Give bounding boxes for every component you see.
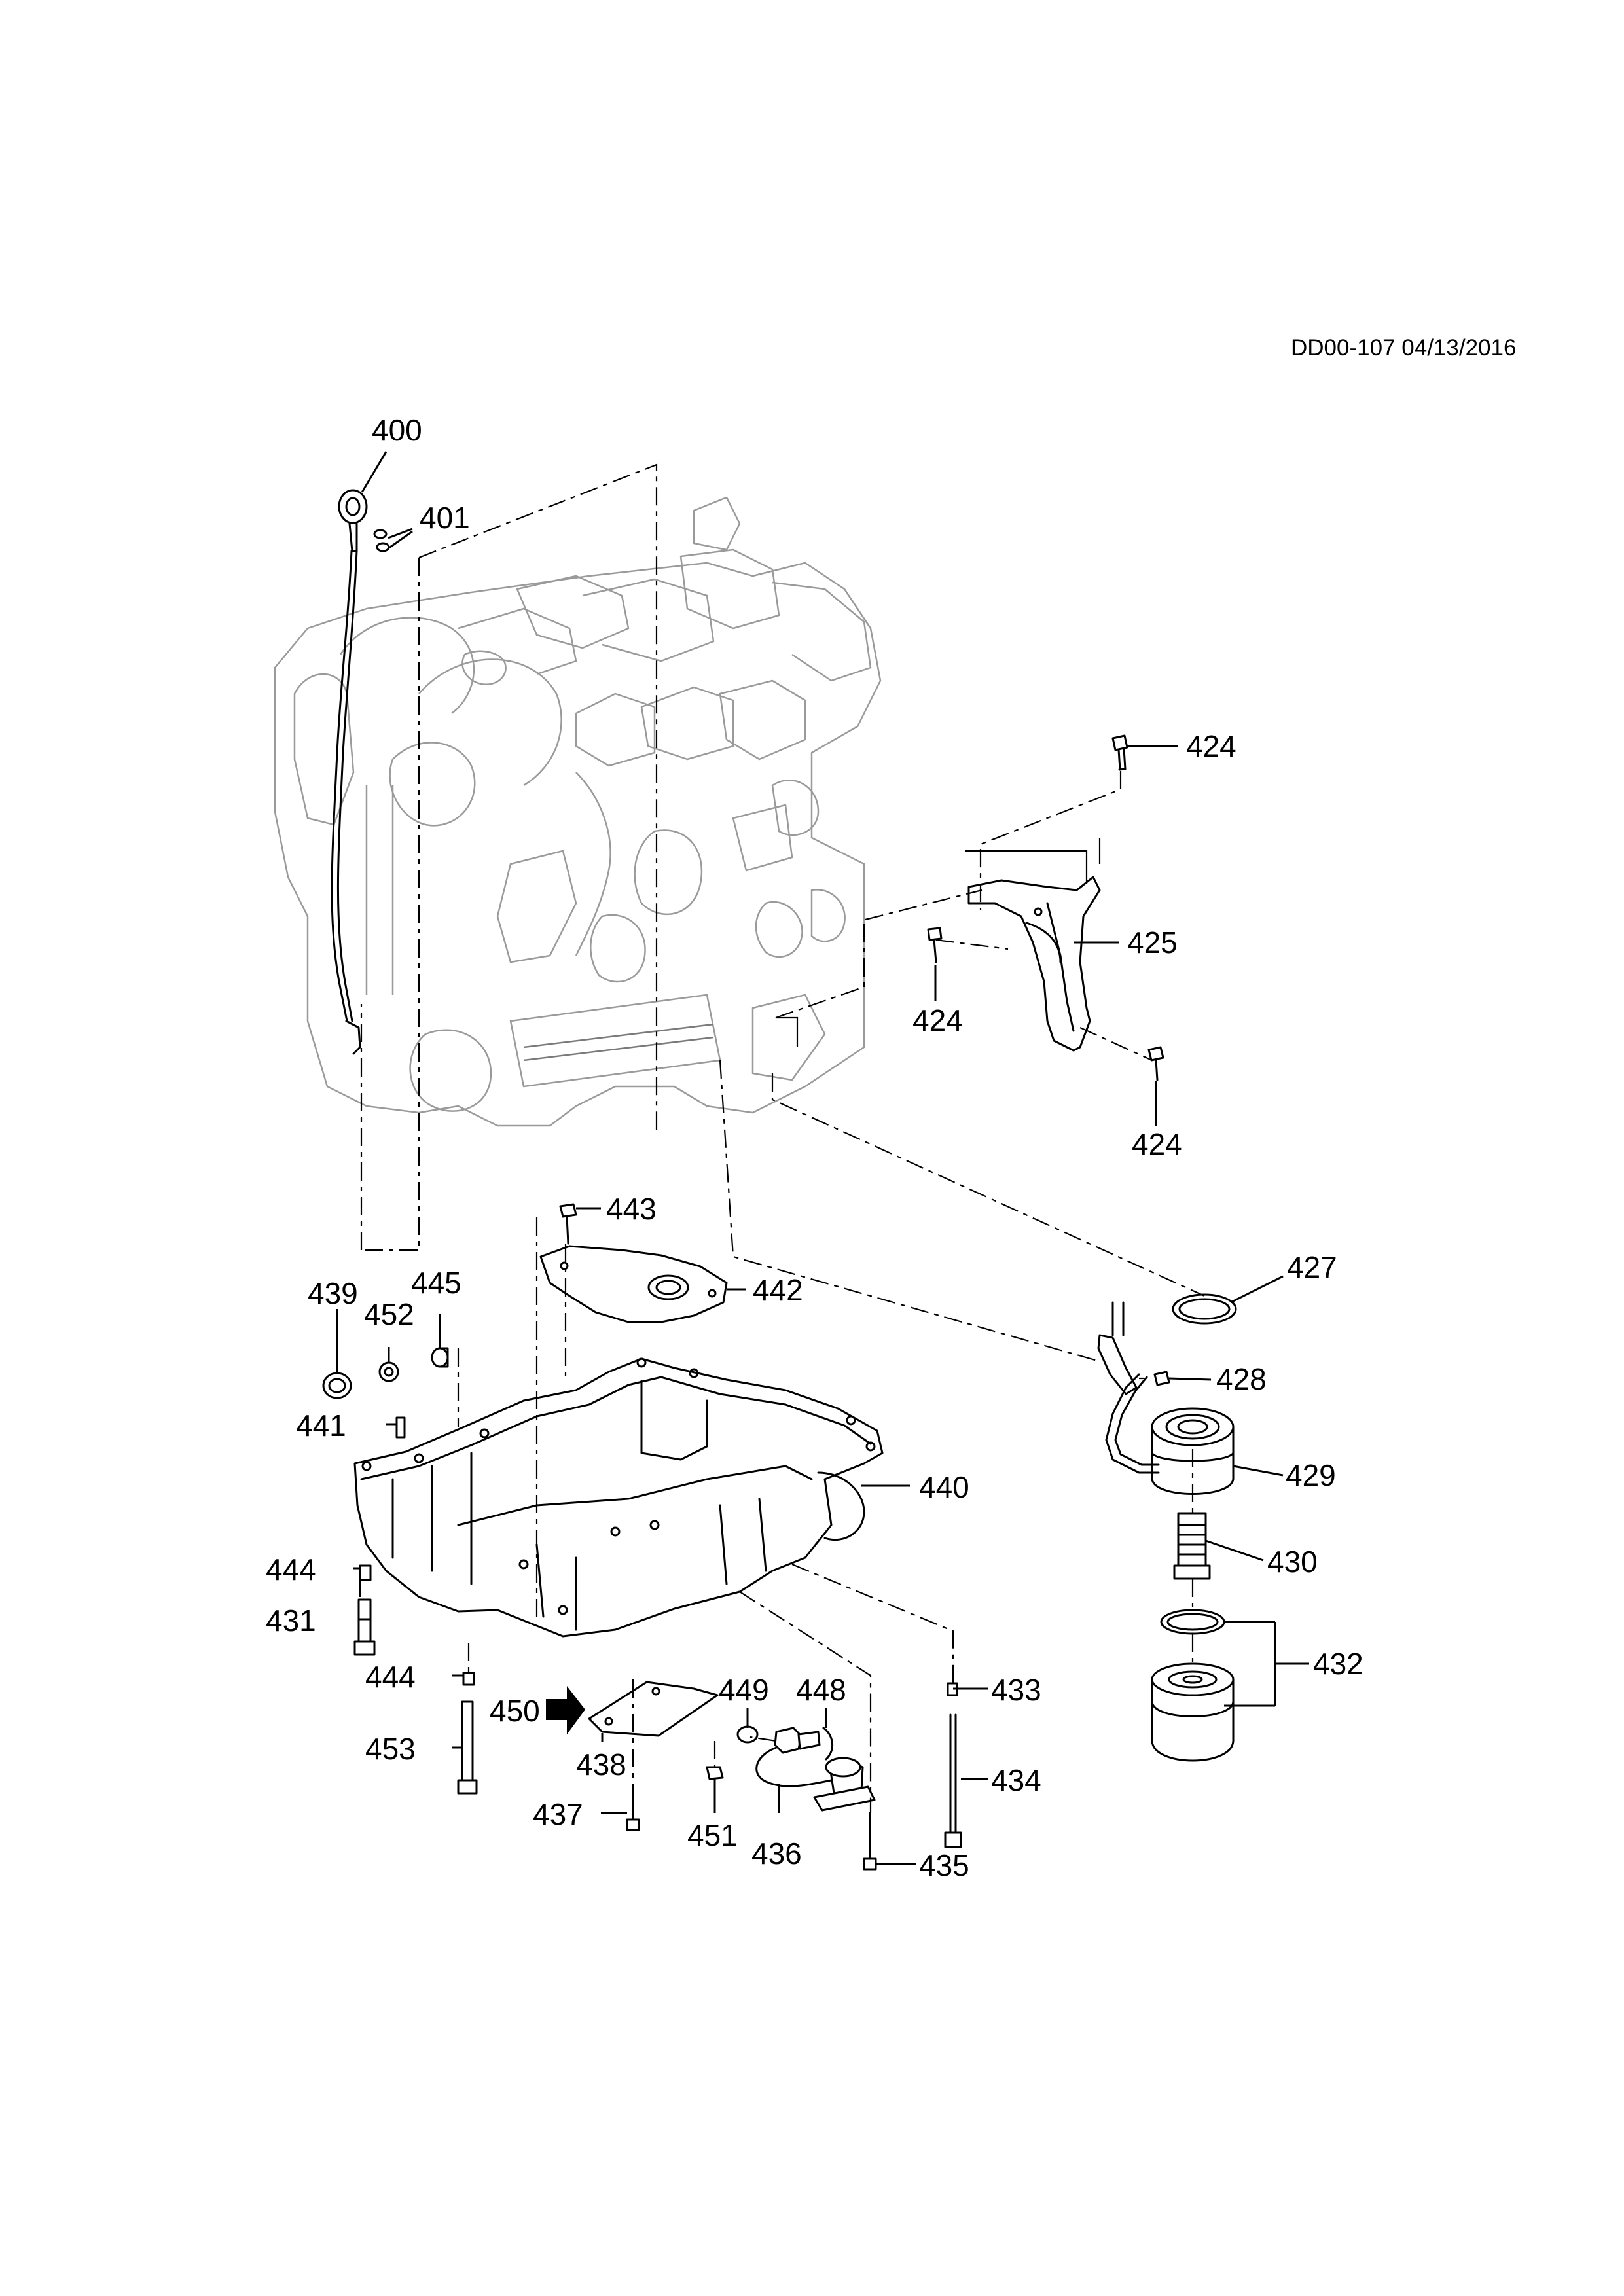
- callout-449: 449: [719, 1673, 769, 1707]
- bolt-435: [863, 1812, 877, 1871]
- seal-452: [378, 1361, 399, 1382]
- baffle-442: [539, 1245, 728, 1323]
- fitting-430: [1173, 1512, 1211, 1580]
- callout-436: 436: [751, 1837, 802, 1871]
- callout-445: 445: [411, 1266, 461, 1300]
- seal-427: [1172, 1293, 1237, 1325]
- callout-442: 442: [753, 1273, 803, 1307]
- cover-438: [588, 1681, 719, 1737]
- oring-449: [736, 1725, 759, 1744]
- callout-453: 453: [365, 1732, 416, 1766]
- callout-432: 432: [1313, 1647, 1363, 1681]
- bolt-424-top: [1111, 734, 1128, 771]
- callout-450: 450: [490, 1694, 540, 1728]
- callout-400: 400: [372, 413, 422, 447]
- bolt-437: [626, 1785, 640, 1831]
- sensor-436: [755, 1727, 876, 1812]
- bolt-424-bottom: [1147, 1046, 1164, 1081]
- bolt-424-left: [927, 927, 943, 963]
- callout-439: 439: [308, 1276, 358, 1310]
- callout-427: 427: [1287, 1250, 1337, 1284]
- callout-425: 425: [1127, 925, 1178, 960]
- callout-401: 401: [420, 501, 470, 535]
- callout-451: 451: [687, 1818, 738, 1852]
- callout-435: 435: [919, 1848, 969, 1882]
- callout-424: 424: [912, 1003, 963, 1037]
- plug-445: [431, 1347, 449, 1368]
- oil-filter-432: [1151, 1609, 1235, 1762]
- leader-lines: [336, 451, 1309, 1865]
- bolt-443: [559, 1203, 577, 1245]
- callout-444: 444: [365, 1660, 416, 1694]
- bolt-431: [353, 1598, 376, 1656]
- callout-434: 434: [991, 1763, 1041, 1797]
- pipe-bracket: [1097, 1301, 1138, 1395]
- bolt-453: [457, 1700, 478, 1795]
- oil-level-indicator-400: [331, 489, 368, 1055]
- callout-452: 452: [364, 1297, 414, 1331]
- washer-444-lower: [462, 1672, 475, 1686]
- callout-444: 444: [266, 1552, 316, 1587]
- callout-437: 437: [533, 1797, 583, 1831]
- callout-438: 438: [576, 1748, 626, 1782]
- view-arrow-icon: [546, 1686, 585, 1734]
- dowel-441: [395, 1416, 406, 1439]
- callout-431: 431: [266, 1604, 316, 1638]
- oil-pan-440: [353, 1357, 884, 1638]
- washer-433: [947, 1682, 958, 1696]
- callout-433: 433: [991, 1673, 1041, 1707]
- bracket-425: [967, 876, 1101, 1052]
- callout-424: 424: [1132, 1127, 1182, 1161]
- drain-plug-439: [322, 1372, 352, 1399]
- callout-424: 424: [1186, 729, 1236, 763]
- callout-440: 440: [919, 1470, 969, 1504]
- engine-block: [274, 496, 882, 1127]
- bolt-428: [1153, 1371, 1170, 1386]
- callout-430: 430: [1267, 1545, 1318, 1579]
- callout-labels: 400 401 424 425 424 424 443 442 427 428 …: [266, 413, 1363, 1882]
- bolt-451: [706, 1766, 724, 1797]
- assembly-lines: [359, 463, 1205, 1813]
- callout-448: 448: [796, 1673, 846, 1707]
- callout-429: 429: [1286, 1458, 1336, 1492]
- callout-441: 441: [296, 1408, 346, 1443]
- document-id: DD00-107 04/13/2016: [1291, 335, 1516, 361]
- clip-448: [822, 1727, 833, 1761]
- washer-444-upper: [359, 1564, 372, 1581]
- callout-428: 428: [1216, 1362, 1267, 1396]
- seal-ring-401: [373, 529, 390, 552]
- rod-434: [944, 1713, 962, 1848]
- callout-443: 443: [606, 1192, 657, 1226]
